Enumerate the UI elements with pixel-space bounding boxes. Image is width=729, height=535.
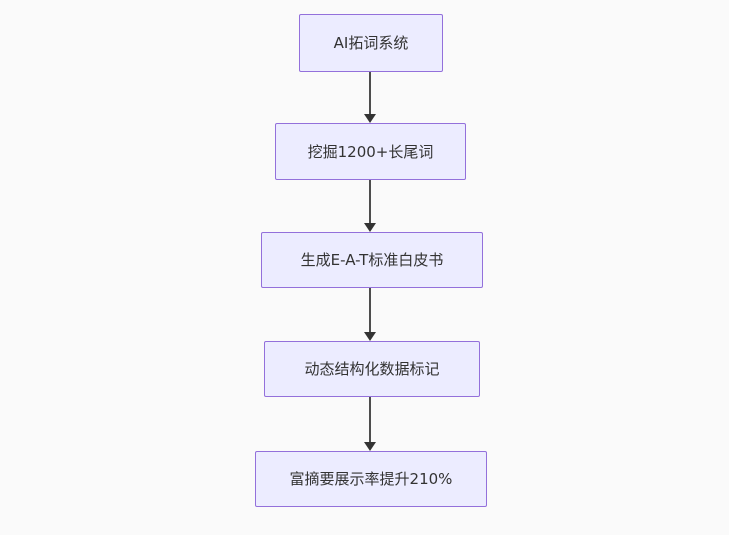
flow-node-label: 生成E-A-T标准白皮书 (300, 251, 444, 269)
flow-node-eat-whitepaper: 生成E-A-T标准白皮书 (261, 232, 483, 288)
arrow-down-icon (364, 223, 376, 232)
flow-node-structured-data: 动态结构化数据标记 (264, 341, 480, 397)
arrow-line (369, 288, 371, 332)
flow-arrow (364, 397, 376, 451)
arrow-down-icon (364, 332, 376, 341)
arrow-line (369, 72, 371, 114)
arrow-line (369, 180, 371, 223)
flow-node-label: AI拓词系统 (333, 34, 409, 52)
flow-node-ai-word-system: AI拓词系统 (299, 14, 443, 72)
flow-node-label: 动态结构化数据标记 (304, 360, 440, 378)
flow-arrow (364, 72, 376, 123)
arrow-down-icon (364, 114, 376, 123)
flow-node-rich-snippet-result: 富摘要展示率提升210% (255, 451, 487, 507)
flow-node-longtail-keywords: 挖掘1200+长尾词 (275, 123, 466, 180)
flow-arrow (364, 288, 376, 341)
flow-node-label: 挖掘1200+长尾词 (307, 142, 434, 161)
flow-arrow (364, 180, 376, 232)
arrow-line (369, 397, 371, 442)
arrow-down-icon (364, 442, 376, 451)
flow-node-label: 富摘要展示率提升210% (289, 470, 453, 488)
